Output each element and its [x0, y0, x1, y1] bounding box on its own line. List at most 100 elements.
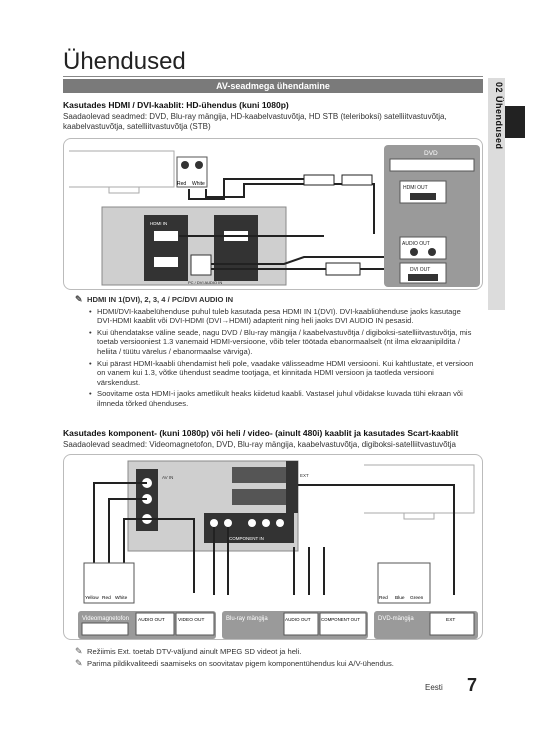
hdmi-diagram-art: Red White HDMI IN PC / DVI AUDIO IN DVD …	[69, 145, 480, 287]
section1-heading: Kasutades HDMI / DVI-kaablit: HD-ühendus…	[63, 100, 289, 110]
scart-cable	[298, 484, 455, 595]
ext-mode-note: ✎ Režiimis Ext. toetab DTV-väljund ainult…	[75, 646, 301, 657]
tv-stand-2	[403, 512, 435, 520]
port-av-in-label: AV IN	[162, 475, 173, 480]
note-pencil-icon: ✎	[75, 646, 83, 656]
cable-white-label: White	[192, 181, 205, 187]
list-item: Soovitame osta HDMI-i jaoks ametlikult h…	[89, 389, 475, 408]
section-banner: AV-seadmega ühendamine	[63, 79, 483, 93]
ext-mode-note-text: Režiimis Ext. toetab DTV-väljund ainult …	[87, 647, 302, 656]
bluray-component-out-label: COMPONENT OUT	[321, 617, 360, 622]
section1-description: Saadaolevad seadmed: DVD, Blu-ray mängij…	[63, 112, 447, 131]
bluray-audio-out-label: AUDIO OUT	[285, 617, 311, 622]
dvd-ext-box	[429, 612, 475, 636]
port-hdmi-in-label: HDMI IN	[150, 221, 167, 226]
dvd-label: DVD	[424, 150, 438, 157]
chapter-tab-marker	[505, 106, 525, 138]
hdmi-notes-list: HDMI/DVI-kaabelühenduse puhul tuleb kasu…	[89, 307, 475, 409]
dvi-audio-cable	[211, 256, 394, 265]
list-item: Kui ühendatakse väline seade, nagu DVD /…	[89, 328, 475, 357]
quality-note-text: Parima pildikvaliteedi saamiseks on soov…	[87, 659, 394, 668]
audio-out-right-port	[428, 248, 436, 256]
dvd-player-label: DVD-mängija	[378, 616, 414, 622]
page-number: 7	[467, 675, 478, 695]
vcr-audio-out-box	[135, 612, 175, 636]
hdmi-out-label: HDMI OUT	[403, 185, 428, 191]
tv-stand	[108, 186, 140, 194]
vcr-label: Videomagnetofon	[82, 616, 129, 622]
chapter-tab	[488, 78, 505, 310]
hdmi-plug-icon	[303, 174, 335, 186]
cable-red-label-2: Red	[102, 595, 111, 601]
audio-out-left-port	[410, 248, 418, 256]
audio-cable-left	[108, 498, 147, 565]
video-cable-left	[93, 482, 147, 565]
hdmi-port-2	[154, 257, 178, 267]
bluray-audio-out-box	[283, 612, 319, 636]
note-pencil-icon: ✎	[75, 658, 83, 668]
vcr-icon	[81, 622, 129, 636]
cable-green-label: Green	[410, 595, 424, 601]
component-in-block	[204, 513, 294, 543]
audio-cable-right	[123, 518, 147, 565]
section2-heading: Kasutades komponent- (kuni 1080p) või he…	[63, 428, 459, 438]
audio-out-label: AUDIO OUT	[402, 241, 430, 247]
hdmi-notes: ✎ HDMI IN 1(DVI), 2, 3, 4 / PC/DVI AUDIO …	[75, 294, 475, 409]
note-pencil-icon: ✎	[75, 294, 83, 304]
component-port-3	[248, 519, 256, 527]
quality-note: ✎ Parima pildikvaliteedi saamiseks on soo…	[75, 658, 394, 669]
dvd-ext-label: EXT	[446, 617, 455, 623]
white-plug-icon	[195, 161, 203, 169]
page-title: Ühendused	[63, 48, 186, 75]
ext-port-block	[286, 461, 298, 513]
component-port-5	[276, 519, 284, 527]
component-diagram-art: AV IN COMPONENT IN EXT Yellow Red White …	[78, 460, 478, 639]
section2-description: Saadaolevad seadmed: Videomagnetofon, DV…	[63, 440, 456, 449]
cable-red-label-3: Red	[379, 595, 388, 601]
component-port-2	[224, 519, 232, 527]
component-scart-diagram: AV IN COMPONENT IN EXT Yellow Red White …	[63, 454, 483, 640]
tv-outline	[69, 150, 175, 188]
tv-outline-2	[364, 464, 475, 514]
cable-blue-label: Blue	[395, 595, 405, 601]
dvi-plug-icon	[325, 262, 361, 276]
dvd-player-icon	[389, 158, 475, 172]
audio-cable-top	[188, 178, 319, 200]
scart-port-2	[232, 489, 290, 505]
rca-plugs-left	[83, 562, 135, 604]
hdmi-connection-diagram: Red White HDMI IN PC / DVI AUDIO IN DVD …	[63, 138, 483, 290]
hdmi-notes-heading: HDMI IN 1(DVI), 2, 3, 4 / PC/DVI AUDIO I…	[87, 295, 234, 304]
rca-plugs-right	[377, 562, 431, 604]
hdmi-plug-icon-2	[341, 174, 373, 186]
chapter-label: 02 Ühendused	[494, 82, 504, 150]
component-port-1	[210, 519, 218, 527]
hdmi-out-port	[410, 193, 436, 200]
list-item: Kui pärast HDMI-kaabli ühendamist heli p…	[89, 359, 475, 388]
title-divider	[63, 76, 483, 77]
rca-cable-box	[176, 156, 208, 188]
list-item: HDMI/DVI-kaabelühenduse puhul tuleb kasu…	[89, 307, 475, 326]
vcr-video-out-label: VIDEO OUT	[178, 617, 204, 623]
bluray-component-out-box	[319, 612, 367, 636]
red-plug-icon	[181, 161, 189, 169]
video-out-cable	[147, 518, 195, 593]
component-port-4	[262, 519, 270, 527]
hdmi-port-block-2	[214, 215, 258, 281]
cable-red-label: Red	[177, 181, 186, 187]
footer-language: Eesti	[425, 683, 443, 692]
cable-yellow-label: Yellow	[85, 595, 99, 601]
scart-port-1	[232, 467, 290, 483]
vcr-video-out-box	[175, 612, 215, 636]
hdmi-port-block-1	[144, 215, 188, 281]
dvi-out-label: DVI OUT	[410, 267, 430, 273]
vcr-audio-out-label: AUDIO OUT	[138, 617, 165, 623]
bluray-label: Blu-ray mängija	[226, 616, 268, 622]
cable-white-label-2: White	[115, 595, 128, 601]
pc-dvi-audio-port	[190, 254, 212, 276]
port-pc-dvi-label: PC / DVI AUDIO IN	[188, 280, 222, 285]
audio-cable-2	[205, 183, 375, 234]
port-ext-label: EXT	[300, 473, 309, 478]
hdmi-port-1	[154, 231, 178, 241]
dvi-out-port	[408, 274, 438, 281]
port-component-in-label: COMPONENT IN	[229, 536, 264, 541]
